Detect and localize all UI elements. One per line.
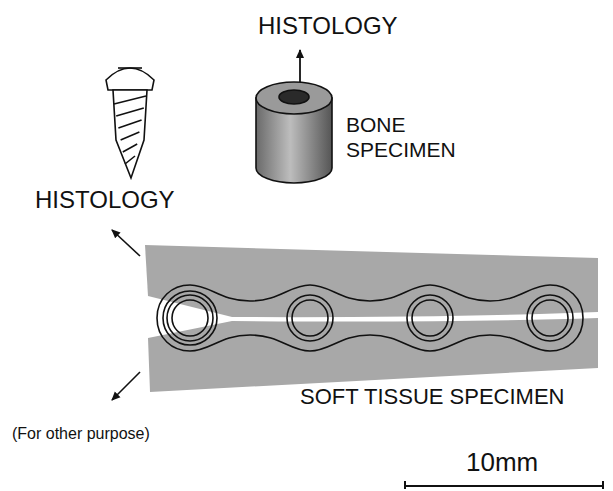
leader-arrow bbox=[299, 50, 301, 82]
specimen-label: BONE SPECIMEN bbox=[346, 112, 486, 162]
screw-thread bbox=[125, 156, 135, 164]
screw-thread bbox=[116, 108, 144, 116]
screw-thread bbox=[123, 144, 137, 152]
note: (For other purpose) bbox=[12, 424, 150, 443]
scale-label: 10mm bbox=[466, 447, 538, 478]
screw-thread bbox=[121, 132, 140, 140]
label: HISTOLOGY bbox=[258, 12, 398, 41]
leader-arrow bbox=[112, 230, 140, 256]
scale-bar bbox=[405, 481, 603, 489]
plate bbox=[157, 285, 583, 351]
specimen-label: SOFT TISSUE SPECIMEN bbox=[300, 384, 564, 410]
label: HISTOLOGY bbox=[35, 186, 175, 215]
bone-specimen-cylinder bbox=[256, 82, 332, 183]
screw-thread bbox=[114, 96, 146, 104]
screw-thread bbox=[118, 120, 141, 128]
soft-tissue-band bbox=[145, 245, 598, 392]
leader-arrow bbox=[112, 372, 140, 400]
screw bbox=[106, 68, 154, 178]
